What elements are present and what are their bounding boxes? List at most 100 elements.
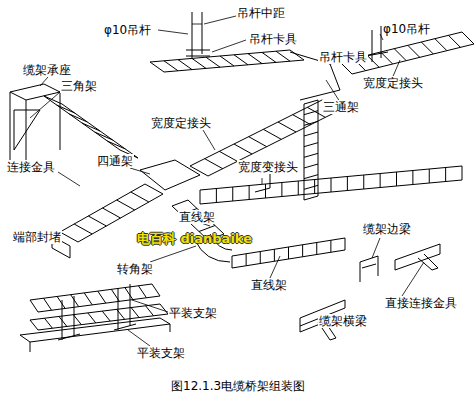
tray-rung — [281, 183, 282, 197]
tray-rail — [60, 184, 145, 232]
tray-rung — [60, 232, 78, 242]
tray-rung — [293, 115, 311, 125]
tray-rung — [274, 249, 275, 261]
tray-rung — [220, 56, 234, 66]
part-label: 宽度定接头 — [362, 76, 424, 90]
tray-rung — [232, 256, 233, 268]
tray-rung — [288, 247, 289, 259]
tray-rung — [178, 60, 192, 70]
tray-rung — [304, 132, 318, 136]
figure-caption: 图12.1.3电缆桥架组装图 — [171, 378, 305, 395]
tray-rail — [208, 110, 340, 176]
tray-rung — [429, 169, 430, 183]
ladder-tray — [44, 96, 138, 158]
part-label: 吊杆卡具 — [318, 50, 368, 64]
tray-rail — [190, 100, 322, 166]
tray-rung — [249, 186, 250, 200]
tray-rung — [152, 284, 160, 296]
tray-rung — [363, 175, 364, 189]
tray-rung — [304, 143, 318, 147]
tray-rung — [331, 178, 332, 192]
part-label: φ10吊杆 — [103, 23, 152, 37]
tray-rung — [304, 196, 318, 200]
tray-rung — [448, 35, 460, 47]
tray-rung — [232, 187, 233, 201]
tray-rung — [216, 189, 217, 203]
tray-rung — [304, 164, 318, 168]
tray-rung — [298, 181, 299, 195]
tray-rung — [107, 141, 125, 149]
tray-rung — [290, 50, 304, 60]
tray-rung — [57, 105, 75, 113]
tray-rung — [71, 295, 79, 307]
tray-rung — [146, 306, 154, 316]
part-label: 直线架 — [250, 278, 288, 292]
tray-rail — [30, 284, 152, 300]
tray-rail — [38, 296, 160, 312]
tray-rung — [302, 245, 303, 257]
part-label: 缆架边梁 — [362, 222, 412, 236]
tray-rung — [206, 57, 220, 67]
tray-rung — [278, 122, 296, 132]
tray-rung — [95, 132, 113, 140]
tray-rung — [445, 168, 446, 182]
part-label: 吊杆中距 — [236, 6, 286, 20]
tray-rung — [84, 293, 92, 305]
tray-rung — [276, 51, 290, 61]
tray-rung — [380, 174, 381, 188]
tray-rung — [172, 200, 188, 206]
tray-rung — [246, 254, 247, 266]
tray-rung — [44, 298, 52, 310]
tray-rung — [262, 52, 276, 62]
tray-rail — [352, 44, 474, 74]
tray-rung — [98, 291, 106, 303]
tray-rail — [304, 104, 305, 200]
tray-rung — [316, 243, 317, 255]
tray-rung — [347, 177, 348, 191]
tray-rung — [69, 114, 87, 122]
tray-rung — [82, 123, 100, 131]
tray-rung — [145, 184, 163, 194]
static-parts — [10, 12, 440, 352]
tray-rung — [234, 55, 248, 65]
tray-rung — [30, 320, 38, 330]
tray-rung — [234, 144, 252, 154]
watermark: 电百科 dianbaike — [136, 232, 253, 246]
tray-rung — [74, 224, 92, 234]
part-label: 平装支架 — [136, 346, 186, 360]
tray-rung — [164, 61, 178, 71]
tray-rung — [304, 111, 318, 115]
tray-rung — [138, 286, 146, 298]
part-label: 端部封堵 — [12, 230, 62, 244]
tray-rung — [192, 58, 206, 68]
tray-rung — [131, 192, 149, 202]
part-label: 四通架 — [96, 154, 134, 168]
tray-rung — [199, 226, 215, 232]
tray-rung — [160, 304, 168, 314]
tray-rung — [73, 315, 81, 325]
tray-rung — [304, 153, 318, 157]
tray-rung — [462, 32, 474, 44]
tray-rung — [381, 52, 393, 64]
tray-rung — [150, 62, 164, 72]
part-label: 直线架 — [178, 210, 216, 224]
tray-rung — [304, 121, 318, 125]
tray-rung — [200, 190, 201, 204]
tray-rung — [304, 175, 318, 179]
ladder-tray — [304, 100, 318, 200]
tray-rung — [304, 100, 318, 104]
part-label: 转角架 — [116, 262, 154, 276]
part-label: 宽度变接头 — [237, 160, 299, 174]
part-label: 直接连接金具 — [384, 296, 458, 310]
part-label: 三通架 — [322, 100, 360, 114]
tray-rung — [421, 42, 433, 54]
tray-rung — [102, 311, 110, 321]
tray-rung — [462, 166, 463, 180]
tray-rung — [435, 39, 447, 51]
tray-rung — [88, 313, 96, 323]
ladder-tray — [30, 304, 168, 330]
tray-rung — [59, 316, 67, 326]
tray-rung — [263, 129, 281, 139]
tray-rung — [330, 240, 331, 252]
